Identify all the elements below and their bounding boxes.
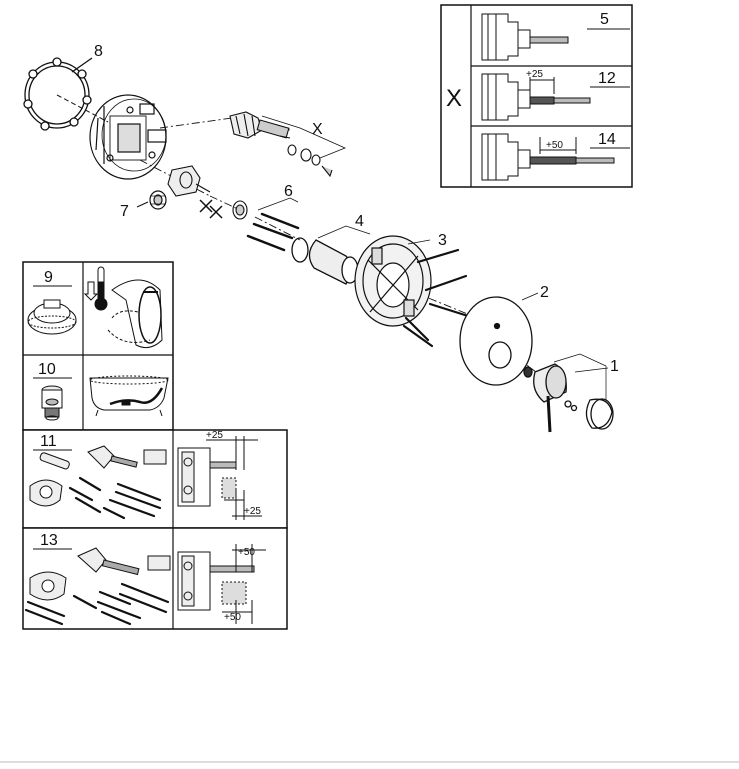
cartridge-part <box>229 111 333 178</box>
callout-x: X <box>312 121 323 138</box>
callout-3: 3 <box>438 232 447 249</box>
cell-13-number: 13 <box>40 532 58 549</box>
extension-sleeve-part <box>291 237 359 285</box>
escutcheon-part <box>459 296 533 386</box>
table-x-marker: X <box>446 85 462 112</box>
cell-11-offset-top: +25 <box>206 430 223 441</box>
callout-7: 7 <box>120 203 129 220</box>
mounting-plate-part <box>354 235 432 327</box>
row-5-number: 5 <box>600 11 609 28</box>
cell-11-offset-bottom: +25 <box>244 506 261 517</box>
table-x: X 5 +25 12 <box>440 4 633 188</box>
callout-1: 1 <box>610 358 619 375</box>
check-valve-cartridge-icon <box>41 385 63 421</box>
cell-9-number: 9 <box>44 269 53 286</box>
dimension-25-drawing <box>177 436 262 520</box>
cartridge-extension-14-icon <box>481 133 615 181</box>
row-14-number: 14 <box>598 131 616 148</box>
cartridge-extension-12-icon <box>481 73 591 121</box>
cell-11-number: 11 <box>40 433 57 450</box>
cartridge-extension-5-icon <box>481 13 569 61</box>
callout-2: 2 <box>540 284 549 301</box>
thermometer-icon <box>83 266 163 349</box>
screw-set-part <box>246 212 300 252</box>
cell-13-offset-top: +50 <box>238 547 255 558</box>
callout-8: 8 <box>94 43 103 60</box>
cell-13-offset-bottom: +50 <box>224 612 241 623</box>
stop-valve-part <box>167 165 248 220</box>
long-screws-part <box>402 248 470 348</box>
callout-4: 4 <box>355 213 364 230</box>
row-12-number: 12 <box>598 70 616 87</box>
concealed-body-part <box>89 94 167 180</box>
extension-kit-50-icon <box>24 547 171 626</box>
row-14-offset: +50 <box>546 140 563 151</box>
handle-set-part <box>523 363 614 433</box>
table-left: 9 10 <box>22 261 288 630</box>
seal-ring-part <box>23 57 93 131</box>
bathtub-icon <box>89 375 169 417</box>
cross-mark-icon <box>199 199 223 219</box>
temperature-limit-cap-icon <box>27 299 77 335</box>
dimension-50-drawing <box>177 544 266 624</box>
check-valve-part <box>149 190 167 210</box>
extension-kit-25-icon <box>29 445 167 520</box>
cell-10-number: 10 <box>38 361 56 378</box>
callout-6: 6 <box>284 183 293 200</box>
row-12-offset: +25 <box>526 69 543 80</box>
